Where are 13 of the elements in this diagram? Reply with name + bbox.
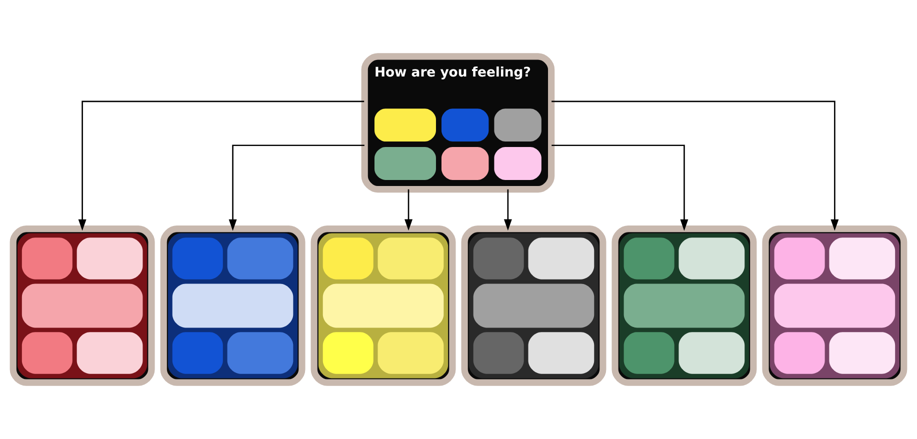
node-box (160, 226, 306, 386)
node-box (310, 226, 456, 386)
node-box (461, 226, 606, 386)
arrow (78, 100, 364, 231)
node-box: How are you feeling? (361, 53, 555, 193)
arrow (552, 144, 688, 231)
node-box (10, 226, 155, 386)
node-box (762, 226, 908, 386)
arrow (504, 189, 512, 231)
node-box (612, 226, 757, 386)
arrow (404, 189, 413, 231)
arrow (228, 144, 364, 231)
arrow (552, 100, 839, 231)
